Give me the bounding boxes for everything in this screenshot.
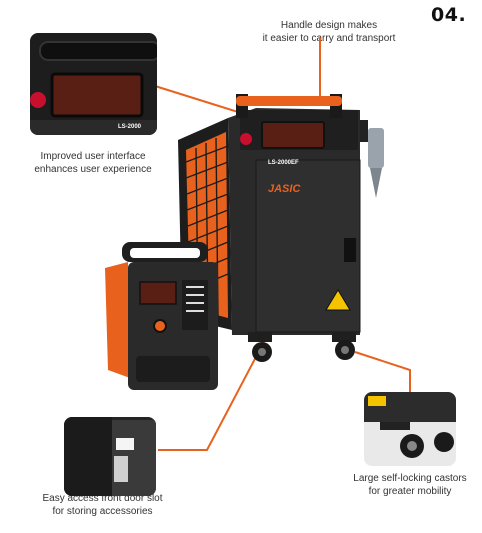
inset-interface (30, 33, 157, 135)
caption-door: Easy access front door slot for storing … (42, 493, 163, 517)
inset-door (64, 417, 156, 496)
laser-warning-label (325, 289, 351, 311)
door-warning-sticker (116, 438, 134, 450)
inset-castors (364, 392, 456, 466)
chiller-knob (153, 319, 167, 333)
machine-model-label: LS-2000EF (268, 160, 299, 166)
caption-castors: Large self-locking castors for greater m… (353, 473, 467, 497)
torch-mount (360, 120, 368, 142)
machine-screen (261, 121, 325, 149)
laser-torch-body (368, 128, 384, 168)
laser-torch-nozzle (370, 168, 382, 198)
callout-line-castors (354, 351, 411, 393)
machine-brand-logo: JASIC (268, 183, 301, 195)
emergency-stop-button (240, 133, 252, 145)
chiller-side (105, 262, 130, 378)
caption-interface: Improved user interface enhances user ex… (34, 151, 152, 175)
page-number: 04. (431, 4, 467, 26)
inset-model-label: LS-2000 (118, 124, 142, 130)
handle-bar (236, 96, 342, 106)
castors (248, 332, 356, 362)
door-latch (344, 238, 356, 262)
chiller-control-panel (182, 280, 208, 330)
caption-handle: Handle design makes it easier to carry a… (262, 20, 396, 44)
chiller-display (139, 281, 177, 305)
chiller-unit (105, 242, 218, 390)
